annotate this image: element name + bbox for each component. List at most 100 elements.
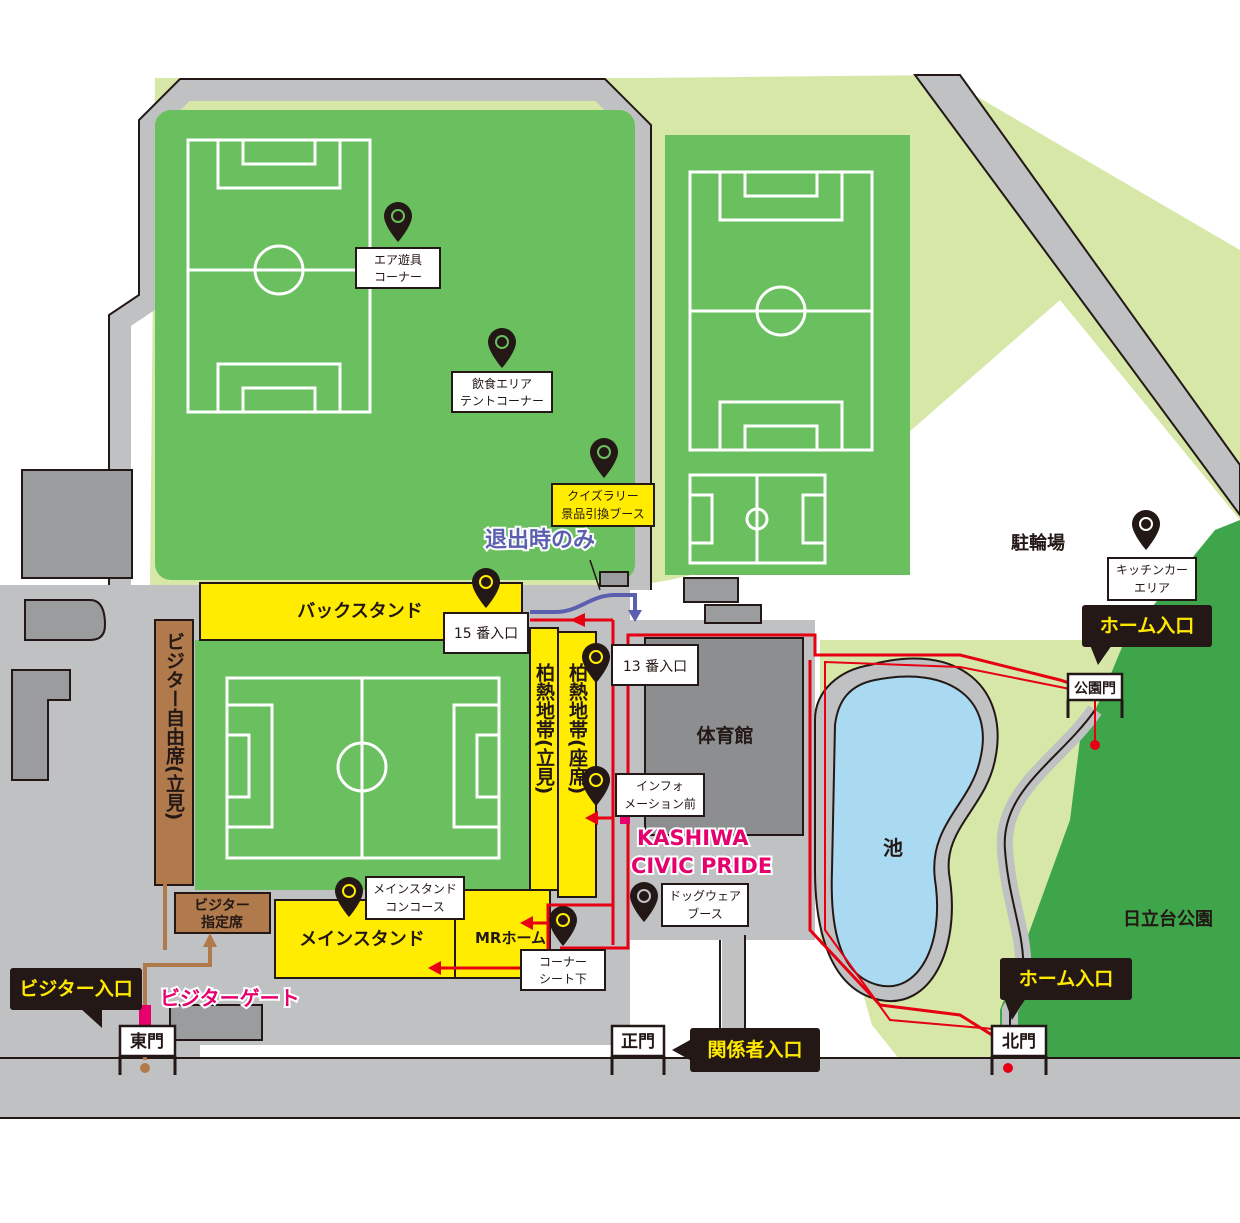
pin-text-1: キッチンカー bbox=[1116, 563, 1188, 577]
civic-pride-marker bbox=[620, 812, 630, 824]
map-pin-hole bbox=[391, 209, 405, 223]
main-gate[interactable]: 正門 bbox=[610, 1024, 666, 1075]
stadium-pitch-lines bbox=[225, 676, 501, 860]
pin-text-1: エア遊具 bbox=[374, 252, 422, 267]
building-left-3 bbox=[169, 1004, 263, 1041]
small-building-3 bbox=[599, 571, 629, 587]
training-pitch-2-lines bbox=[688, 170, 874, 452]
tag-box bbox=[10, 968, 142, 1010]
label-box bbox=[661, 883, 749, 927]
north-gate[interactable]: 北門 bbox=[990, 1024, 1048, 1075]
pin-text-1: 飲食エリア bbox=[472, 376, 532, 391]
label-box bbox=[615, 773, 705, 817]
tag-label: 関係者入口 bbox=[707, 1038, 802, 1061]
label-box bbox=[1107, 557, 1197, 601]
route-arrow-3 bbox=[520, 916, 533, 930]
gate-label: 東門 bbox=[130, 1031, 164, 1052]
kashiwa-stand-seat-label: 柏熱地帯(座席) bbox=[566, 662, 588, 795]
tag-pointer bbox=[672, 1040, 690, 1060]
pin-text-2: コーナー bbox=[374, 270, 422, 284]
map-pin-hole bbox=[479, 575, 493, 589]
label-box bbox=[611, 644, 699, 686]
gate-label: 正門 bbox=[621, 1032, 655, 1052]
tag-pointer bbox=[80, 1008, 102, 1028]
pin-text-1: インフォ bbox=[636, 779, 684, 793]
home-entrance-bottom[interactable]: ホーム入口 bbox=[1000, 958, 1132, 1020]
exit-only-label: 退出時のみ bbox=[485, 528, 595, 553]
tag-pointer bbox=[1090, 645, 1112, 665]
map-pin-hole bbox=[589, 650, 603, 664]
gate-label: 公園門 bbox=[1074, 681, 1116, 697]
pin-text-1: 13 番入口 bbox=[623, 659, 687, 675]
tag-label: ビジター入口 bbox=[19, 978, 133, 1000]
map-pin-hole bbox=[342, 884, 356, 898]
visitor-free-stand bbox=[154, 619, 194, 886]
home-route-3 bbox=[440, 903, 613, 970]
visitor-reserved-stand bbox=[174, 892, 271, 934]
gate-sign bbox=[610, 1024, 666, 1058]
visitor-gate-label: ビジターゲート bbox=[160, 986, 300, 1010]
label-box bbox=[451, 371, 553, 413]
map-pin-hole bbox=[589, 773, 603, 787]
park-area bbox=[1000, 520, 1240, 1060]
gate-label: 北門 bbox=[1002, 1032, 1036, 1052]
building-left-1 bbox=[24, 599, 107, 641]
mr-home-stand-label: MRホーム bbox=[475, 929, 546, 947]
visitor-arrow-2 bbox=[203, 933, 217, 947]
pin-text-2: シート下 bbox=[539, 972, 587, 986]
pin-entrance-15[interactable]: 15 番入口 bbox=[443, 568, 529, 654]
north-gate-dot bbox=[1003, 1063, 1013, 1073]
visitor-arrow-1 bbox=[158, 868, 172, 882]
gate-sign bbox=[990, 1024, 1048, 1058]
map-pin-hole bbox=[556, 913, 570, 927]
pin-main-concourse[interactable]: メインスタンド コンコース bbox=[335, 876, 465, 920]
map-pin-hole bbox=[597, 445, 611, 459]
map-pin-hole bbox=[637, 889, 651, 903]
pin-text-2: コンコース bbox=[385, 900, 444, 914]
exit-route-arrow bbox=[628, 610, 642, 622]
visitor-free-stand-label: ビジター自由席(立見) bbox=[163, 632, 185, 821]
pin-corner-seat[interactable]: コーナー シート下 bbox=[520, 906, 606, 991]
pin-entrance-13[interactable]: 13 番入口 bbox=[582, 643, 699, 686]
staff-entrance[interactable]: 関係者入口 bbox=[672, 1028, 820, 1072]
pin-quiz-rally[interactable]: クイズラリー 景品引換ブース bbox=[551, 438, 655, 527]
gate-sign bbox=[1066, 672, 1124, 702]
label-box bbox=[443, 612, 529, 654]
home-entrance-top[interactable]: ホーム入口 bbox=[1082, 605, 1212, 665]
building-left-2 bbox=[11, 669, 71, 781]
pin-info-front[interactable]: インフォ メーション前 bbox=[582, 766, 705, 817]
perimeter-path-edge bbox=[108, 78, 652, 590]
tag-box bbox=[690, 1028, 820, 1072]
label-box bbox=[365, 876, 465, 920]
pin-food-area[interactable]: 飲食エリア テントコーナー bbox=[451, 328, 553, 413]
white-lot bbox=[830, 300, 1240, 640]
map-pin-hole bbox=[495, 335, 509, 349]
training-pitch-1 bbox=[155, 110, 635, 580]
kashiwa-stand-standing-label: 柏熱地帯(立見) bbox=[533, 662, 555, 795]
park-gate[interactable]: 公園門 bbox=[1066, 672, 1124, 718]
visitor-reserved-line1: ビジター bbox=[194, 898, 250, 914]
gate-sign bbox=[118, 1024, 177, 1058]
pin-text-1: 15 番入口 bbox=[454, 626, 518, 642]
pin-text-2: ブース bbox=[687, 906, 722, 921]
main-stand-label: メインスタンド bbox=[299, 929, 425, 950]
small-building-1 bbox=[683, 577, 739, 603]
visitor-route-start bbox=[140, 1063, 150, 1073]
park-label: 日立台公園 bbox=[1123, 908, 1213, 930]
civic-pride-line2: CIVIC PRIDE bbox=[631, 854, 772, 878]
pin-air-play[interactable]: エア遊具 コーナー bbox=[355, 202, 441, 289]
futsal-pitch-lines bbox=[688, 475, 827, 563]
route-arrow-2 bbox=[585, 811, 598, 825]
east-gate[interactable]: 東門 bbox=[118, 1024, 177, 1075]
label-box bbox=[520, 949, 606, 991]
pin-text-2: エリア bbox=[1134, 581, 1170, 595]
pin-text-1: コーナー bbox=[539, 955, 587, 969]
pond-label: 池 bbox=[883, 836, 903, 860]
pin-dogwear-booth[interactable]: ドッグウェア ブース bbox=[630, 882, 749, 927]
small-building-2 bbox=[704, 604, 762, 624]
map-pin-hole bbox=[1139, 517, 1153, 531]
kashiwa-stand-seat bbox=[557, 631, 597, 898]
pin-kitchen-car[interactable]: キッチンカー エリア bbox=[1107, 510, 1197, 601]
pin-text-2: メーション前 bbox=[624, 796, 696, 811]
visitor-entrance[interactable]: ビジター入口 bbox=[10, 968, 142, 1028]
